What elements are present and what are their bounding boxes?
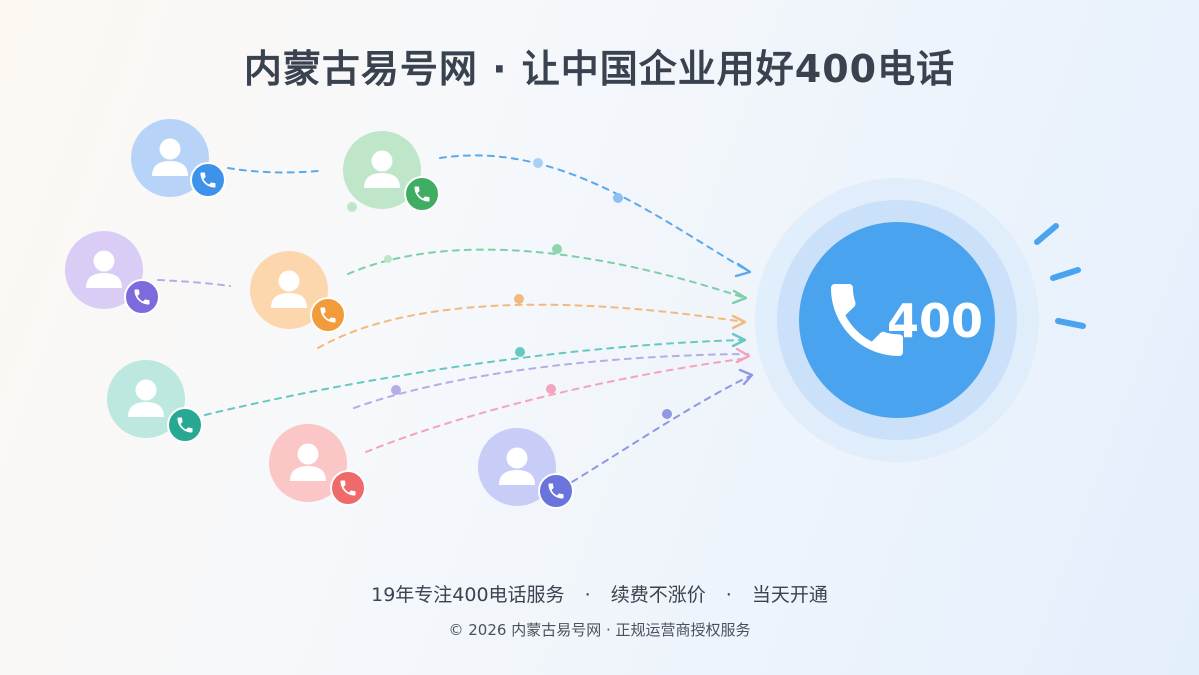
arrow-head-icon	[731, 289, 748, 305]
line-dot	[514, 294, 524, 304]
connection-line-3	[157, 279, 231, 287]
connection-line-8	[365, 357, 749, 453]
phone-badge-icon	[167, 407, 203, 443]
arrow-heads	[731, 262, 754, 386]
connection-lines	[157, 154, 753, 483]
connection-line-2	[439, 154, 751, 273]
line-dot	[662, 409, 672, 419]
caller-3	[65, 231, 160, 315]
caller-7	[478, 428, 574, 509]
line-dot	[347, 202, 357, 212]
page-title: 内蒙古易号网 · 让中国企业用好400电话	[243, 47, 956, 91]
separator-dot: ·	[584, 584, 591, 606]
caller-4	[250, 251, 346, 333]
feature-item: 续费不涨价	[610, 584, 706, 606]
arrow-head-icon	[735, 347, 751, 364]
arrow-head-icon	[734, 262, 752, 278]
hub-400: 400	[755, 178, 1039, 462]
line-dot	[391, 385, 401, 395]
line-dot	[552, 244, 562, 254]
caller-6	[269, 424, 366, 506]
hub-number-label: 400	[887, 294, 983, 348]
hub-circle	[799, 222, 995, 418]
connection-line-1	[227, 167, 319, 174]
feature-list: 19年专注400电话服务 · 续费不涨价 · 当天开通	[0, 580, 1199, 607]
phone-badge-icon	[538, 473, 574, 509]
phone-badge-icon	[330, 470, 366, 506]
connection-line-6	[204, 339, 745, 416]
arrow-head-icon	[731, 314, 747, 330]
phone-badge-icon	[404, 176, 440, 212]
phone-badge-icon	[124, 279, 160, 315]
feature-item: 当天开通	[751, 584, 828, 606]
arrow-head-icon	[731, 332, 747, 348]
caller-2	[343, 131, 440, 212]
caller-5	[107, 360, 203, 443]
separator-dot: ·	[725, 584, 732, 606]
line-dot	[515, 347, 525, 357]
phone-badge-icon	[310, 297, 346, 333]
connection-line-4	[347, 248, 746, 299]
connection-line-5	[317, 303, 745, 349]
connection-line-9	[571, 374, 753, 483]
signal-waves-icon	[1034, 223, 1086, 329]
line-dots	[347, 158, 672, 419]
connection-line-7	[353, 353, 749, 409]
arrow-head-icon	[738, 368, 754, 386]
line-dot	[546, 384, 556, 394]
phone-badge-icon	[190, 162, 226, 198]
caller-1	[131, 119, 226, 198]
line-dot	[613, 193, 623, 203]
line-dot	[384, 255, 392, 263]
copyright-text: © 2026 内蒙古易号网 · 正规运营商授权服务	[448, 621, 751, 639]
line-dot	[533, 158, 543, 168]
feature-item: 19年专注400电话服务	[371, 584, 565, 606]
